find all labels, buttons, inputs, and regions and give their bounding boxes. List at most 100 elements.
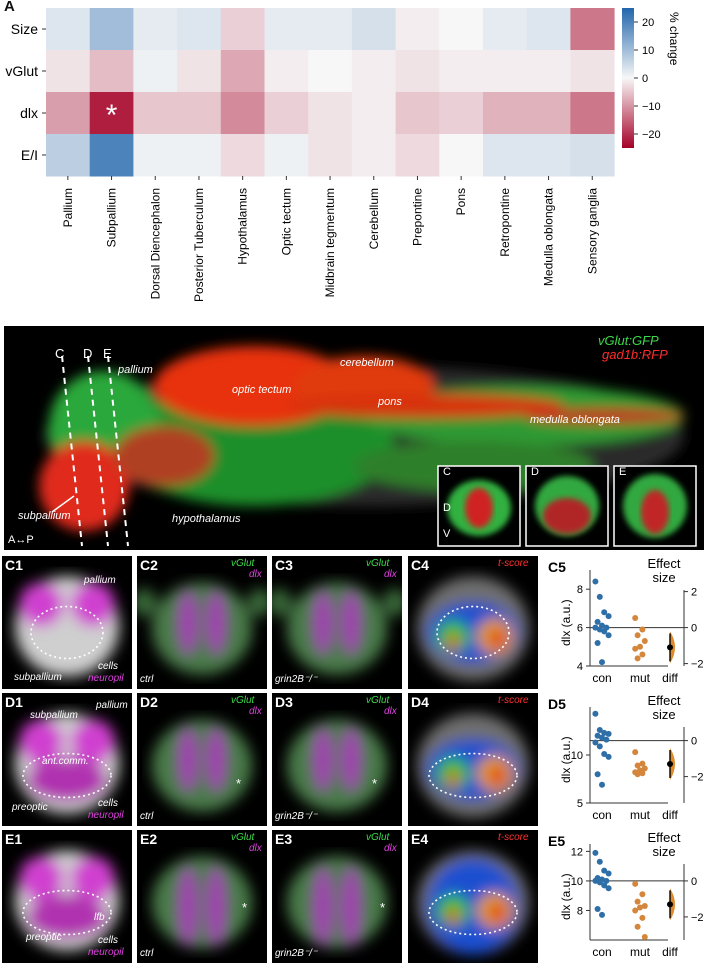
heatmap-cell <box>395 8 440 51</box>
legend-gad1b: gad1b:RFP <box>602 347 668 362</box>
heatmap-cell <box>177 50 222 93</box>
heatmap-cell <box>220 8 265 51</box>
label-medulla: medulla oblongata <box>530 414 620 426</box>
heatmap-cell <box>308 134 353 177</box>
heatmap-cell <box>264 134 309 177</box>
vglut-label: vGlut <box>366 695 390 706</box>
heatmap-col-label: Sensory ganglia <box>585 188 599 274</box>
cut-label-c: C <box>55 346 65 361</box>
effect-tick: −2 <box>691 772 704 784</box>
star-e3: * <box>380 900 386 915</box>
heatmap-cell <box>308 92 353 135</box>
con-point <box>592 849 599 856</box>
heatmap-cell <box>308 50 353 93</box>
mut-point <box>641 638 648 645</box>
effect-tick: −2 <box>691 659 704 671</box>
label-pallium-c1: pallium <box>84 575 116 586</box>
subpallium-pointer <box>51 495 75 513</box>
con-point <box>594 771 601 778</box>
estimation-label: E5 <box>548 833 565 849</box>
inset-label-e: E <box>619 466 627 478</box>
heatmap-cell <box>439 92 484 135</box>
mut-point <box>632 880 639 887</box>
cut-label-e: E <box>103 346 112 361</box>
heatmap-cell <box>220 50 265 93</box>
x-label-diff: diff <box>662 808 678 822</box>
heatmap-cell <box>46 8 91 51</box>
dv-v: V <box>443 528 451 540</box>
heatmap-cell <box>177 8 222 51</box>
panel-sublabel: D2 <box>140 694 158 710</box>
x-label-con: con <box>592 808 611 822</box>
whole-brain-svg <box>39 346 697 547</box>
label-subpallium-b: subpallium <box>18 510 71 522</box>
cut-line-d <box>87 355 109 547</box>
label-preoptic-e1: preoptic <box>26 932 62 943</box>
heatmap-cell <box>177 92 222 135</box>
heatmap-cell <box>483 8 528 51</box>
heatmap-row-label: vGlut <box>5 63 38 79</box>
diff-point <box>667 901 673 908</box>
con-point <box>601 751 608 758</box>
x-label-mut: mut <box>630 945 651 959</box>
microscopy-image <box>408 556 538 689</box>
mut-point <box>639 914 646 921</box>
heatmap-cell <box>133 8 178 51</box>
heatmap-cell <box>395 92 440 135</box>
cut-label-d: D <box>83 346 93 361</box>
tscore-label: t-score <box>498 558 529 569</box>
inset-d <box>525 465 609 547</box>
y-tick: 8 <box>577 584 583 596</box>
heatmap-row-label: Size <box>11 21 38 37</box>
effect-size-label2: size <box>652 707 675 722</box>
label-pallium-d1: pallium <box>96 700 128 711</box>
mut-point <box>634 771 641 778</box>
panel-sublabel: D4 <box>411 694 429 710</box>
heatmap-cell <box>46 92 91 135</box>
y-tick: 10 <box>571 876 583 888</box>
heatmap-cell <box>570 92 615 135</box>
heatmap-cell <box>89 134 134 177</box>
estimation-label: D5 <box>548 696 566 712</box>
dlx-label: dlx <box>249 706 262 717</box>
mut-point <box>641 903 648 910</box>
con-point <box>594 905 601 912</box>
heatmap-col-label: Cerebellum <box>367 188 381 249</box>
heatmap-cell <box>526 134 571 177</box>
heatmap-row-label: dlx <box>20 105 38 121</box>
legend-vglut: vGlut:GFP <box>598 333 659 348</box>
con-point <box>605 613 612 620</box>
panel-sublabel: D1 <box>5 694 23 710</box>
x-label-con: con <box>592 945 611 959</box>
mut-point <box>639 651 646 658</box>
tscore-label: t-score <box>498 832 529 843</box>
heatmap-cell <box>220 134 265 177</box>
heatmap-cell <box>526 50 571 93</box>
microscopy-image <box>2 693 132 826</box>
con-point <box>596 727 603 734</box>
effect-size-label: Effect <box>647 693 680 708</box>
mut-point <box>634 655 641 662</box>
heatmap-cell <box>526 8 571 51</box>
mutant-label: grin2B⁻/⁻ <box>275 948 318 959</box>
mut-point <box>639 770 646 777</box>
heatmap-cell <box>351 50 397 93</box>
con-point <box>605 730 612 737</box>
label-antcomm: ant.comm. <box>42 756 89 767</box>
heatmap-cell <box>395 50 440 93</box>
microscopy-image <box>137 693 267 826</box>
heatmap-cell <box>483 134 528 177</box>
heatmap-cell <box>483 92 528 135</box>
con-point <box>596 743 603 750</box>
effect-tick: 0 <box>691 736 697 748</box>
con-point <box>596 858 603 865</box>
mut-point <box>637 904 643 911</box>
heatmap-col-label: Pallium <box>61 188 75 227</box>
con-point <box>601 867 608 874</box>
vglut-label: vGlut <box>231 558 255 569</box>
inset-label-d: D <box>531 466 539 478</box>
whole-brain-image <box>4 326 704 550</box>
microscopy-image <box>272 556 402 689</box>
inset-c <box>437 465 521 547</box>
